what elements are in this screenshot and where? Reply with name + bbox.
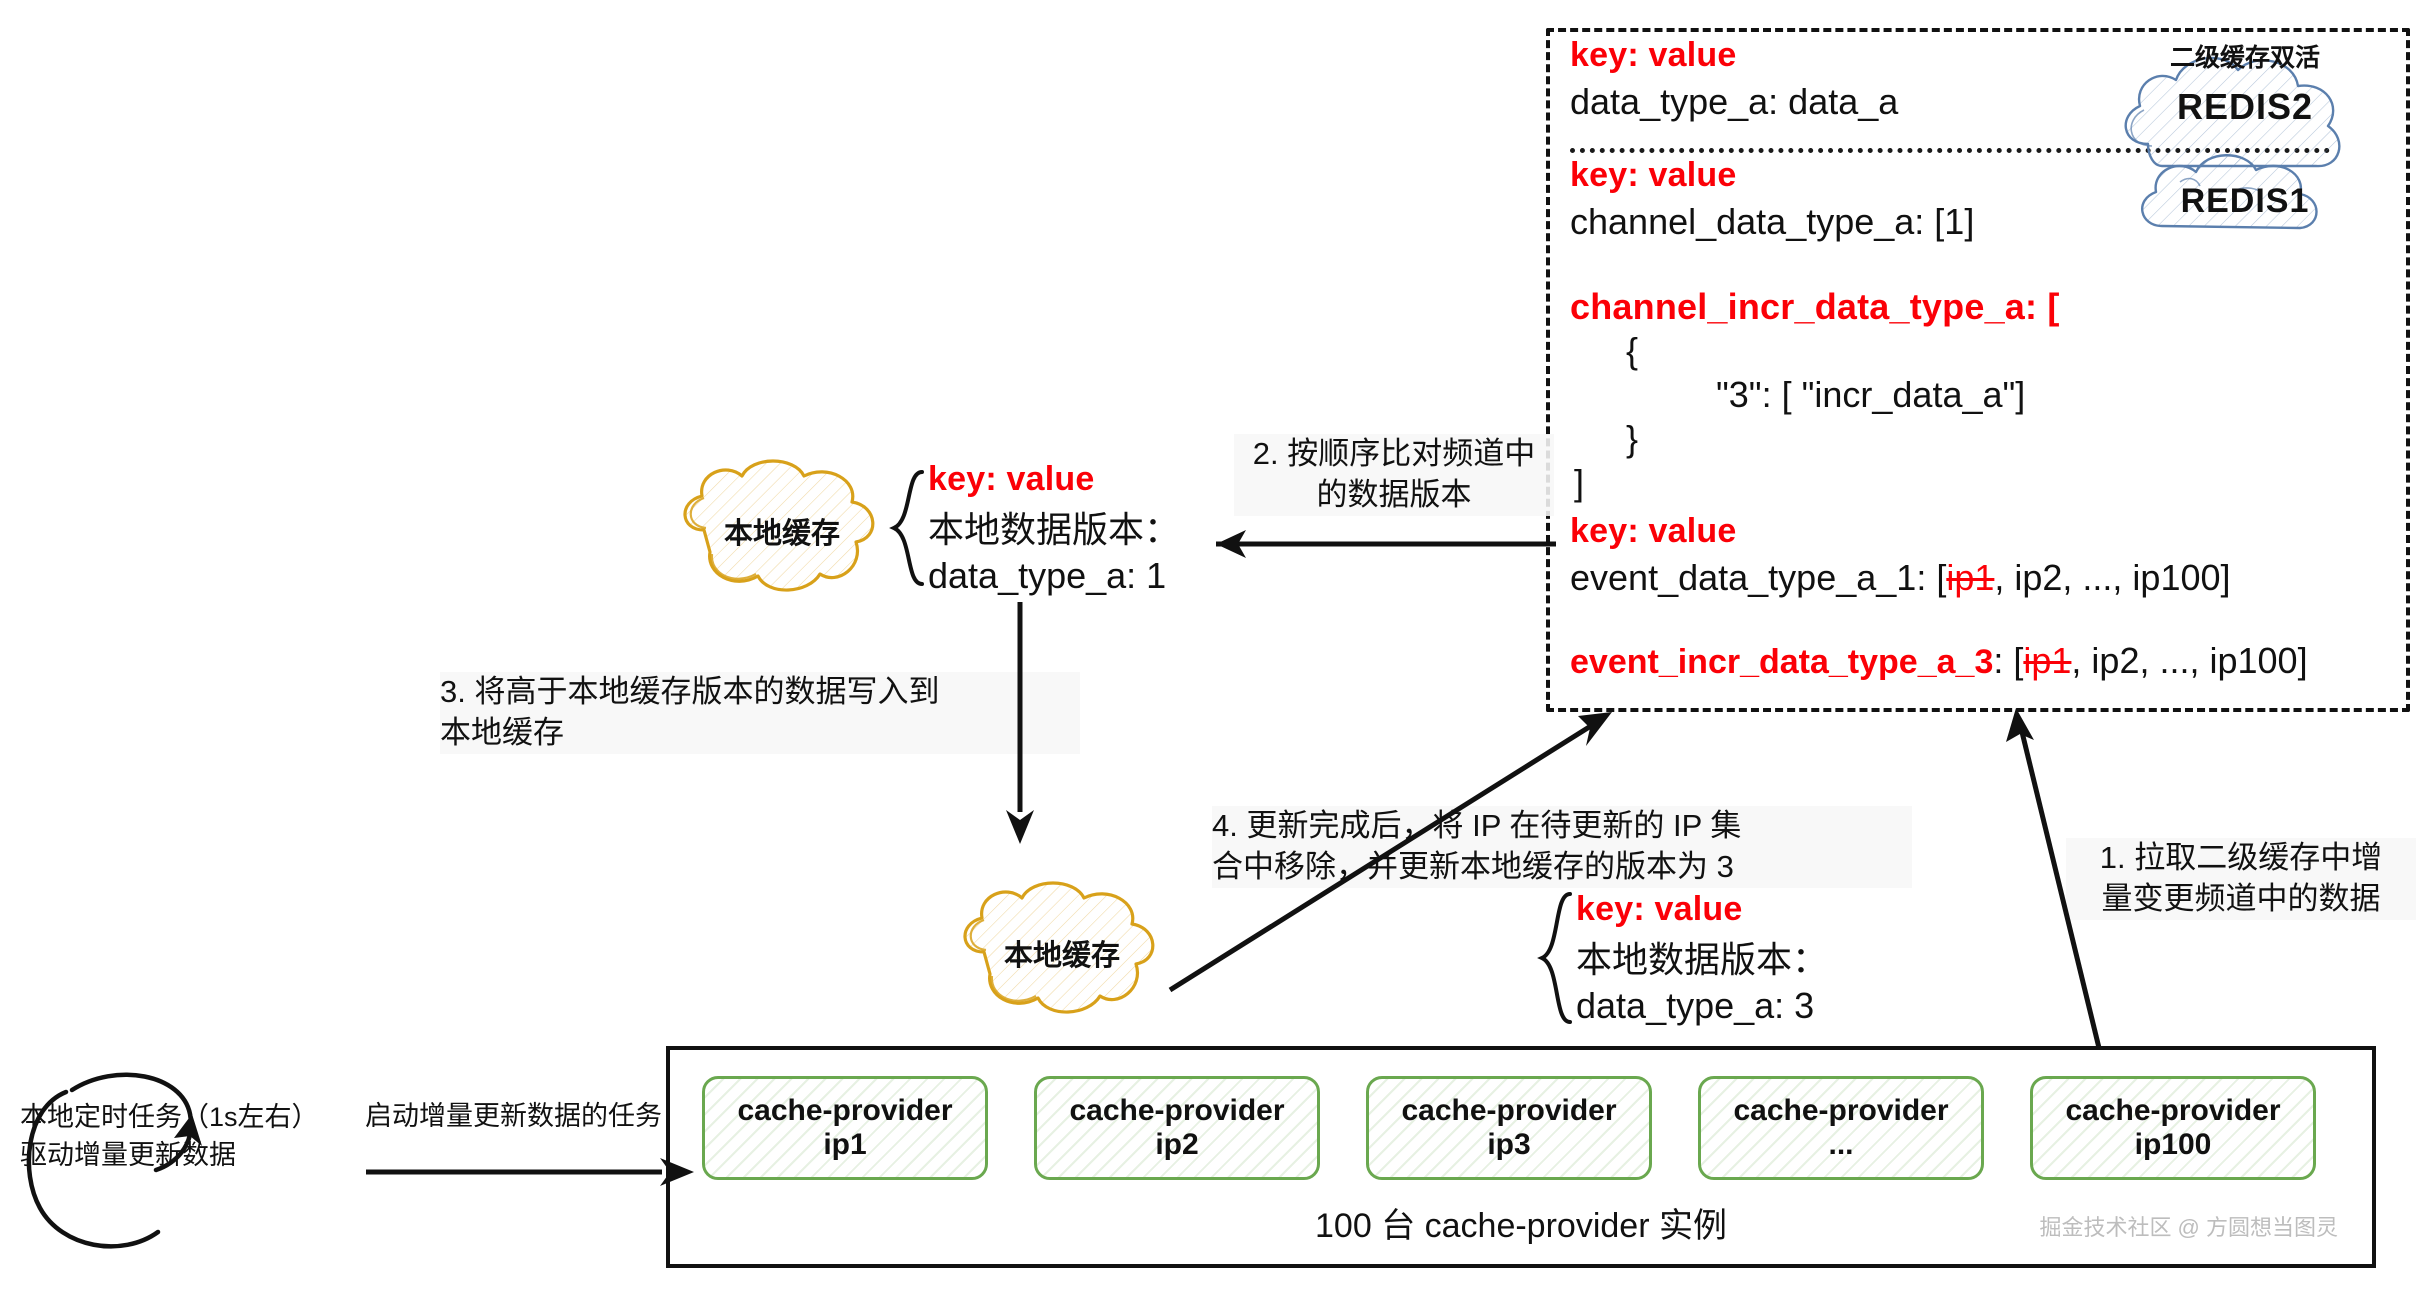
start-task-arrow	[366, 1158, 694, 1186]
redis-event-incr-entry: event_incr_data_type_a_3: [ip1, ip2, ...…	[1570, 640, 2308, 682]
watermark: 掘金技术社区 @ 方圆想当图灵	[2039, 1215, 2338, 1240]
step-3-arrow	[1006, 602, 1034, 844]
step-4-arrow	[1168, 712, 1612, 993]
kv-value: data_type_a: data_a	[1570, 81, 1899, 122]
local-version-value: data_type_a: 3	[1576, 985, 1815, 1026]
event-entry-rest-ips: , ip2, ..., ip100]	[1994, 557, 2231, 598]
local-cache-bottom-kv: key: value 本地数据版本： data_type_a: 3	[1576, 890, 1828, 1027]
provider-title: cache-provider	[1733, 1094, 1949, 1128]
incr-close-bracket: ]	[1574, 462, 1585, 503]
periodic-task-label: 本地定时任务（1s左右） 驱动增量更新数据	[20, 1102, 319, 1171]
local-version-line: 本地数据版本：	[928, 509, 1181, 550]
local-version-value: data_type_a: 1	[928, 555, 1167, 596]
local-cache-cloud-shape	[963, 881, 1155, 1014]
local-cache-bottom-cloud: 本地缓存	[952, 880, 1172, 1020]
event-entry-value: event_data_type_a_1: [ip1, ip2, ..., ip1…	[1570, 557, 2231, 599]
start-task-label: 启动增量更新数据的任务	[365, 1101, 662, 1131]
redis-secondary-cache-panel	[1546, 28, 2410, 712]
step-4-label: 4. 更新完成后，将 IP 在待更新的 IP 集 合中移除，并更新本地缓存的版本…	[1212, 806, 1912, 888]
kv-label: key: value	[1570, 156, 1737, 194]
kv-label: key: value	[1570, 512, 1737, 550]
provider-ip: ip100	[2134, 1128, 2212, 1161]
kv-label: key: value	[1570, 36, 1737, 74]
redis-entry-1: key: value data_type_a: data_a	[1570, 36, 1898, 123]
step-2-arrow	[1216, 530, 1556, 558]
incr-open-brace: {	[1626, 330, 1639, 371]
provider-title: cache-provider	[1069, 1094, 1285, 1128]
provider-ip: ...	[1828, 1128, 1854, 1161]
cache-provider-instance[interactable]: cache-provider ip3	[1366, 1076, 1652, 1180]
redis-event-entry: key: value event_data_type_a_1: [ip1, ip…	[1570, 512, 2231, 599]
instances-caption: 100 台 cache-provider 实例	[1315, 1207, 1727, 1245]
event-entry-sep: : [	[1916, 557, 1947, 598]
step-2-label: 2. 按顺序比对频道中 的数据版本	[1234, 434, 1554, 516]
event-incr-value: event_incr_data_type_a_3: [ip1, ip2, ...…	[1570, 640, 2308, 682]
incr-channel-key: channel_incr_data_type_a: [	[1570, 286, 2060, 327]
kv-value: channel_data_type_a: [1]	[1570, 201, 1975, 242]
step-3-label: 3. 将高于本地缓存版本的数据写入到 本地缓存	[440, 672, 1080, 754]
event-incr-rest-ips: , ip2, ..., ip100]	[2071, 640, 2308, 681]
incr-close-brace: }	[1626, 418, 1639, 459]
kv-label: key: value	[1576, 890, 1743, 928]
cache-provider-instances-panel: cache-provider ip1 cache-provider ip2 ca…	[666, 1046, 2376, 1268]
cache-provider-instance[interactable]: cache-provider ...	[1698, 1076, 1984, 1180]
periodic-task-loop-icon	[26, 1072, 202, 1249]
event-entry-first-ip: ip1	[1946, 557, 1995, 598]
cache-provider-instance[interactable]: cache-provider ip1	[702, 1076, 988, 1180]
redis-cloud-group: 二级缓存双活 REDIS2 REDIS1	[2110, 40, 2380, 240]
local-cache-top-kv: key: value 本地数据版本： data_type_a: 1	[928, 460, 1180, 597]
kv-label: key: value	[928, 460, 1095, 498]
local-cache-top-cloud: 本地缓存	[672, 458, 892, 598]
event-entry-name: event_data_type_a_1	[1570, 557, 1917, 598]
event-incr-sep: : [	[1993, 640, 2024, 681]
provider-ip: ip1	[823, 1128, 867, 1161]
event-incr-first-ip: ip1	[2023, 640, 2072, 681]
event-incr-name: event_incr_data_type_a_3	[1570, 643, 1994, 681]
step-1-arrow	[2006, 708, 2103, 1053]
cache-provider-instance[interactable]: cache-provider ip2	[1034, 1076, 1320, 1180]
redis-incr-channel-entry: channel_incr_data_type_a: [ { "3": [ "in…	[1570, 286, 2060, 504]
panel-separator	[1570, 148, 2330, 153]
provider-title: cache-provider	[2065, 1094, 2281, 1128]
redis-cloud-shapes	[2124, 56, 2341, 230]
incr-item: "3": [ "incr_data_a"]	[1716, 374, 2026, 415]
provider-title: cache-provider	[737, 1094, 953, 1128]
local-cache-cloud-shape	[683, 459, 875, 592]
local-cache-top-brace	[889, 470, 924, 586]
step-1-label: 1. 拉取二级缓存中增 量变更频道中的数据	[2066, 838, 2416, 920]
redis-entry-2: key: value channel_data_type_a: [1]	[1570, 156, 1974, 243]
local-version-line: 本地数据版本：	[1576, 939, 1829, 980]
local-cache-bottom-brace	[1537, 892, 1572, 1024]
provider-ip: ip2	[1155, 1128, 1199, 1161]
provider-title: cache-provider	[1401, 1094, 1617, 1128]
provider-ip: ip3	[1487, 1128, 1531, 1161]
cache-provider-instance[interactable]: cache-provider ip100	[2030, 1076, 2316, 1180]
